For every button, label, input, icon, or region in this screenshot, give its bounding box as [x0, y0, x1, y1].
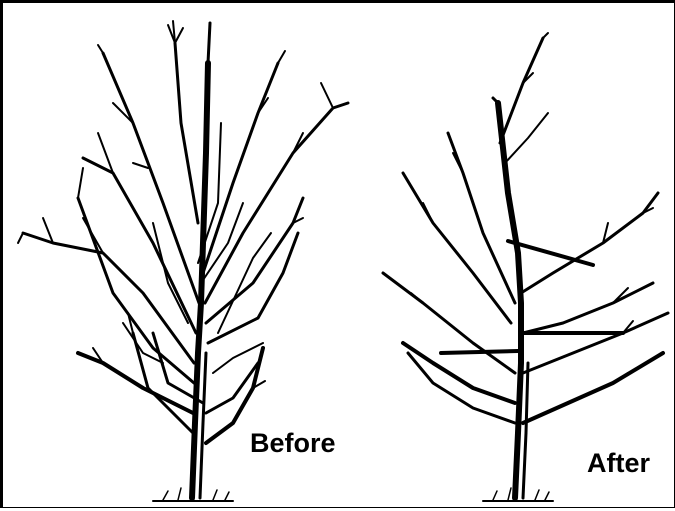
tree-after: [383, 33, 668, 501]
after-trunk: [498, 103, 521, 498]
before-label: Before: [250, 428, 336, 459]
after-label: After: [587, 448, 650, 479]
pruning-illustration: [3, 3, 675, 511]
spreader-left: [441, 351, 518, 353]
